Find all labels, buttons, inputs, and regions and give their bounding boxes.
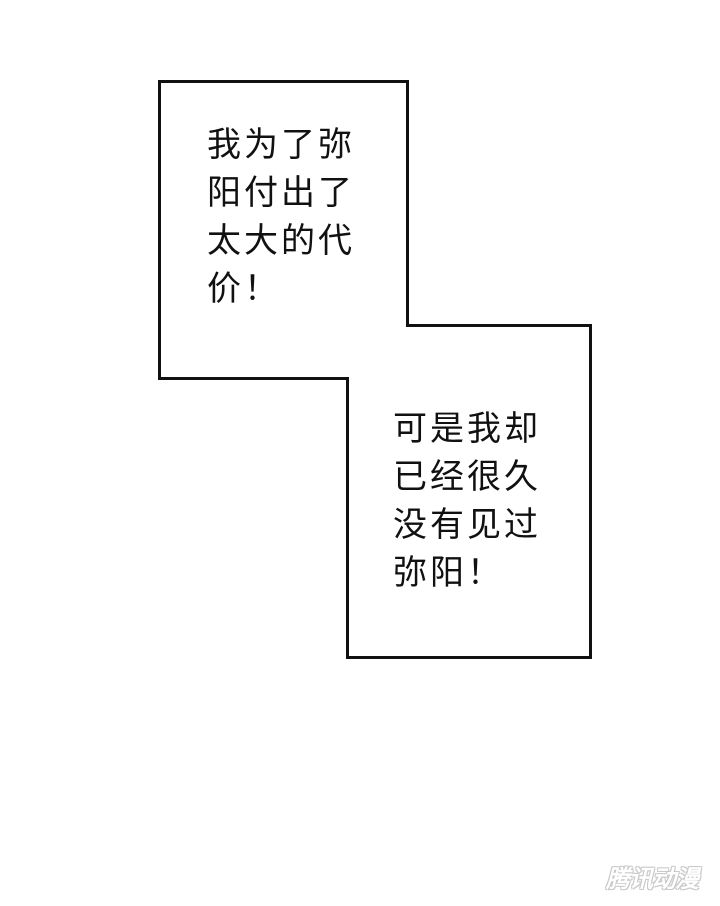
caption-line: 已经很久: [393, 457, 541, 497]
caption-line: 我为了弥: [207, 125, 355, 165]
caption-line: 没有见过: [393, 505, 541, 545]
caption-line: 太大的代: [207, 221, 355, 261]
caption-line: 价！: [207, 269, 281, 309]
watermark-logo: 腾讯动漫: [606, 865, 699, 893]
caption-box-2-text: 可是我却 已经很久 没有见过 弥阳！: [393, 405, 541, 597]
caption-line: 可是我却: [393, 409, 541, 449]
caption-line: 阳付出了: [207, 173, 355, 213]
caption-box-1-text: 我为了弥 阳付出了 太大的代 价！: [207, 121, 355, 313]
caption-line: 弥阳！: [393, 553, 504, 593]
